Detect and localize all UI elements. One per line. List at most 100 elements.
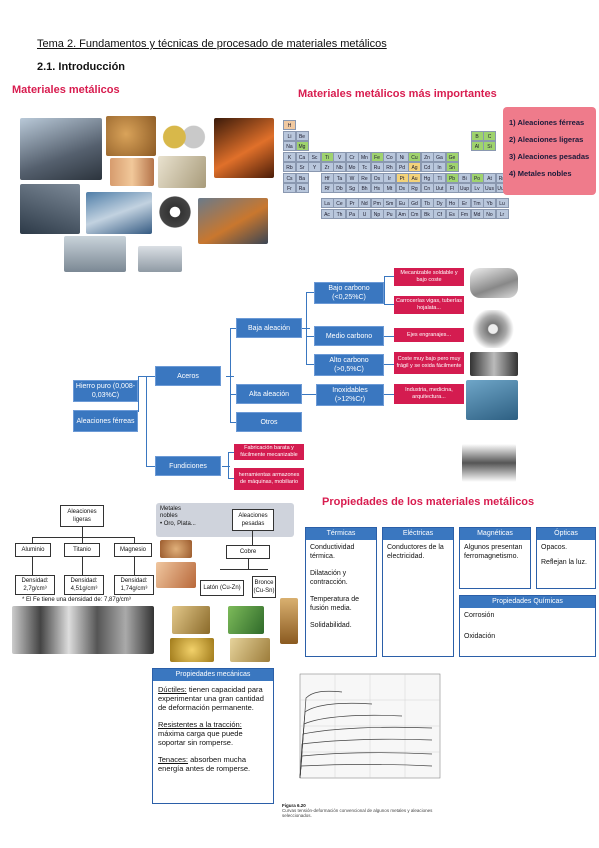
element-cell: Zr [320,162,334,172]
element-cell: Ca [295,151,309,162]
element-cell: Ds [395,183,409,193]
element-cell: Ta [333,172,346,183]
element-cell: Mg [295,141,309,151]
alto-carbono-node: Alto carbono (>0,5%C) [314,354,384,376]
figure-caption: Figura 6.20 [282,803,306,808]
cobre-node: Cobre [226,545,270,559]
magneticas-item: Algunos presentan ferromagnetismo. [464,544,523,560]
element-cell: No [483,209,496,220]
element-cell: In [433,162,446,172]
element-cell: Bi [458,172,471,183]
opticas-box: Ópticas Opacos. Reflejan la luz. [536,527,596,589]
element-cell: Lr [495,209,509,220]
element-cell: Cs [283,172,296,183]
light-alloy-products-photo [12,606,154,654]
element-cell: C [483,130,496,141]
copper-coins-photo [160,540,192,558]
laton-node: Latón (Cu-Zn) [200,580,244,596]
electricas-box: Eléctricas Conductores de la electricida… [382,527,454,657]
element-cell: Be [295,130,309,141]
gears-photo [470,310,516,348]
wheel-photo [156,192,194,232]
ductiles-key: Dúctiles: [158,685,187,694]
element-cell: Rf [320,183,334,193]
element-cell: Fl [445,183,459,193]
element-cell: Ge [445,151,459,162]
legend-item: 4) Metales nobles [509,169,572,178]
element-cell: Cr [345,151,359,162]
element-cell: Os [370,172,384,183]
mecanicas-box: Propiedades mecánicas Dúctiles: tienen c… [152,668,274,804]
quimicas-header: Propiedades Químicas [460,596,595,608]
element-cell: Au [408,172,421,183]
element-cell: Hs [370,183,384,193]
legend-item: 2) Aleaciones ligeras [509,135,584,144]
element-cell: W [345,172,359,183]
tenaces-value: absorben mucha energía antes de romperse… [158,755,251,773]
element-cell: Pm [370,197,384,208]
element-cell: Tc [358,162,371,172]
alta-aleacion-node: Alta aleación [236,384,302,404]
element-cell: At [483,172,496,183]
uso-medio-carbono: Ejes engranajes... [394,328,464,342]
element-cell: Uut [433,183,446,193]
element-cell: Nd [358,197,371,208]
element-cell: Pb [445,172,459,183]
pipe-photo [470,268,518,298]
aleaciones-pesadas-node: Aleaciones pesadas [232,509,274,531]
element-cell: Pa [345,209,359,220]
fundiciones-node: Fundiciones [155,456,221,476]
element-cell: Sr [295,162,309,172]
legend-box: 1) Aleaciones férreas 2) Aleaciones lige… [503,107,596,195]
ingots-photo [64,236,126,272]
element-cell: K [283,151,296,162]
element-cell: U [358,209,371,220]
element-cell: Ni [395,151,409,162]
element-cell: Ho [445,197,459,208]
quimicas-box: Propiedades Químicas Corrosión Oxidación [459,595,596,657]
element-cell: Bk [420,209,434,220]
element-cell: Dy [433,197,446,208]
element-cell: Ce [333,197,346,208]
gold-bars-photo [170,638,214,662]
termicas-item: Dilatación y contracción. [310,570,348,586]
legend-item: 1) Aleaciones férreas [509,118,585,127]
quimicas-item: Corrosión [464,612,495,619]
electricas-header: Eléctricas [383,528,453,540]
magneticas-header: Magnéticas [460,528,530,540]
element-cell: H [283,120,296,130]
bench-photo [462,444,516,482]
element-cell: Rh [383,162,396,172]
metales-nobles-sub: • Oro, Plata... [160,521,196,527]
tap-photo [228,606,264,634]
element-cell: V [333,151,346,162]
element-cell: Mt [383,183,396,193]
stress-strain-plot-image [299,673,441,779]
densidad-note: * El Fe tiene una densidad de: 7,87g/cm³ [22,597,131,603]
legend-item: 3) Aleaciones pesadas [509,152,590,161]
document-title: Tema 2. Fundamentos y técnicas de proces… [37,38,387,50]
props-title: Propiedades de los materiales metálicos [322,496,535,508]
electricas-item: Conductores de la electricidad. [387,544,444,560]
element-cell: Lu [495,197,509,208]
densidad-magnesio: Densidad: 1,74g/cm³ [114,575,154,595]
magnesio-node: Magnesio [114,543,152,557]
element-cell: Fr [283,183,296,193]
element-cell: Fe [370,151,384,162]
profiles-photo [138,246,182,272]
bronze-statue-photo [280,598,298,644]
element-cell: Al [470,141,484,151]
aleaciones-ferreas-node: Aleaciones férreas [73,410,138,432]
metales-nobles-label: Metales nobles [160,506,182,519]
worker-photo [198,198,268,244]
hierro-puro-node: Hierro puro (0,008-0,03%C) [73,380,138,402]
element-cell: Mn [358,151,371,162]
copper-pipes-photo [110,158,154,186]
stress-strain-figure: Figura 6.20 Curvas tensión-deformación c… [282,668,448,818]
resistentes-value: máxima carga que puede soportar sin romp… [158,729,243,747]
element-cell: Bh [358,183,371,193]
quimicas-item: Oxidación [464,633,496,640]
element-cell: Ir [383,172,396,183]
opticas-item: Opacos. [541,544,568,551]
